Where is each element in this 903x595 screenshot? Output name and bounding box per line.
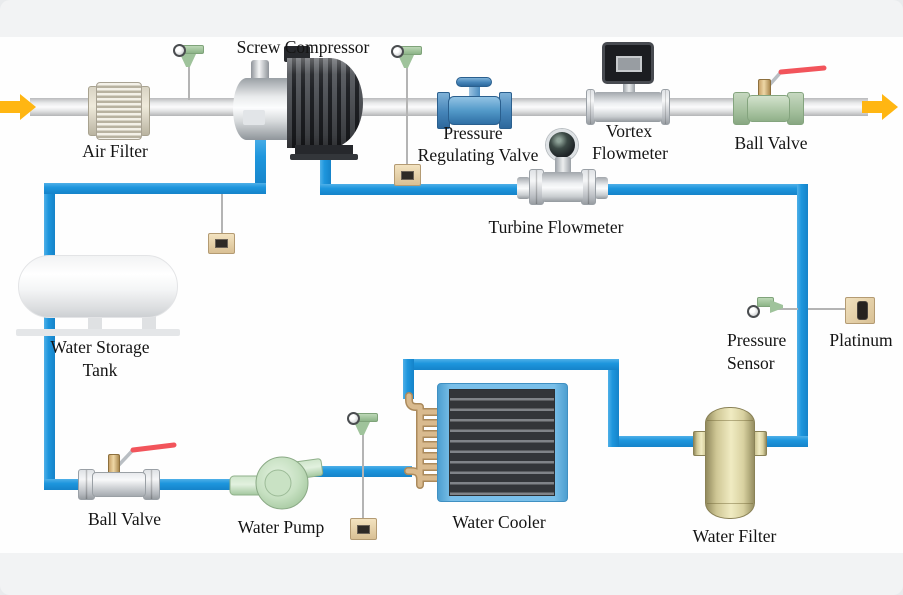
ball-valve-outlet-label: Ball Valve: [734, 133, 808, 153]
water-pipe-cooler-right-vertical: [608, 362, 619, 447]
flowmeter-right-flange: [661, 89, 670, 125]
gauge-icon: [173, 44, 186, 57]
sensor-stem: [221, 194, 223, 233]
water-filter-label: Water Filter: [692, 526, 777, 546]
flowmeter-right-flange: [581, 169, 596, 205]
compressor-motor-body: [287, 58, 363, 148]
gauge-icon: [347, 412, 360, 425]
flowmeter-neck: [555, 157, 571, 174]
water-cooler-label: Water Cooler: [452, 512, 546, 532]
valve-stem: [469, 84, 480, 99]
instrument-screen: [215, 239, 228, 248]
sensor-stem: [808, 308, 846, 310]
vortex-flowmeter-label-line1: Vortex: [605, 121, 653, 141]
water-pump-label: Water Pump: [237, 517, 325, 537]
tank-leg: [88, 316, 102, 329]
flowmeter-screen: [616, 56, 642, 72]
tank-body: [18, 255, 178, 318]
water-pipe-right-vertical: [797, 184, 808, 447]
sensor-stem: [772, 308, 798, 310]
sensor-stem: [362, 433, 364, 518]
gauge-icon: [747, 305, 760, 318]
pressure-sensor-label-line2: Sensor: [727, 353, 775, 373]
water-pipe-left-vertical: [44, 183, 55, 490]
compressor-foot: [290, 154, 358, 160]
filter-seam: [707, 420, 753, 421]
platinum-sensor-label: Platinum: [829, 330, 893, 350]
gauge-icon: [391, 45, 404, 58]
flowmeter-right-stub: [595, 177, 608, 199]
water-pipe-return-horizontal: [44, 183, 266, 194]
air-filter-element: [96, 82, 142, 140]
pump-hub: [264, 469, 292, 497]
water-pipe-cooler-top-horizontal: [403, 359, 619, 370]
pressure-sensor-label-line1: Pressure: [727, 330, 787, 350]
flowmeter-pipe-body: [594, 92, 662, 122]
sensor-stem: [406, 66, 408, 164]
screw-compressor-label: Screw Compressor: [236, 37, 370, 57]
water-pipe-compressor-supply-vertical: [320, 132, 331, 189]
filter-seam: [707, 503, 753, 504]
water-storage-tank-label-line2: Tank: [82, 360, 118, 380]
sensor-element: [857, 301, 868, 320]
flow-in-arrow-icon: [0, 94, 36, 120]
water-pipe-cooler-inlet-stub: [403, 359, 414, 399]
tank-leg: [142, 316, 156, 329]
cooling-coil: [404, 392, 449, 489]
turbine-flowmeter-label: Turbine Flowmeter: [488, 217, 624, 237]
water-pipe-compressor-return-vertical: [255, 136, 266, 188]
valve-body: [448, 96, 501, 125]
air-filter-label: Air Filter: [82, 141, 148, 161]
valve-body: [92, 472, 146, 497]
flow-out-arrow-icon: [862, 94, 898, 120]
compressor-base: [295, 145, 353, 155]
compressor-front-casing: [233, 78, 289, 140]
valve-body: [747, 95, 790, 122]
pressure-regulating-valve-label-line1: Pressure: [443, 123, 503, 143]
flowmeter-left-stub: [517, 177, 530, 199]
filter-vessel: [705, 407, 755, 519]
valve-stem: [108, 454, 120, 474]
vortex-flowmeter-label-line2: Flowmeter: [592, 143, 668, 163]
instrument-screen: [357, 525, 370, 534]
cooler-tube-core: [449, 389, 555, 496]
compressor-nameplate: [243, 110, 265, 125]
sensor-stem: [188, 64, 190, 100]
instrument-screen: [401, 171, 414, 180]
flowmeter-pipe-body: [542, 172, 583, 202]
water-pump: [229, 456, 324, 510]
tank-base: [16, 329, 180, 336]
water-storage-tank-label-line1: Water Storage: [50, 337, 150, 357]
compressor-inlet-port: [251, 60, 269, 80]
pressure-regulating-valve-label-line2: Regulating Valve: [417, 145, 539, 165]
ball-valve-water-label: Ball Valve: [87, 509, 162, 529]
valve-tee-handle: [456, 77, 492, 87]
